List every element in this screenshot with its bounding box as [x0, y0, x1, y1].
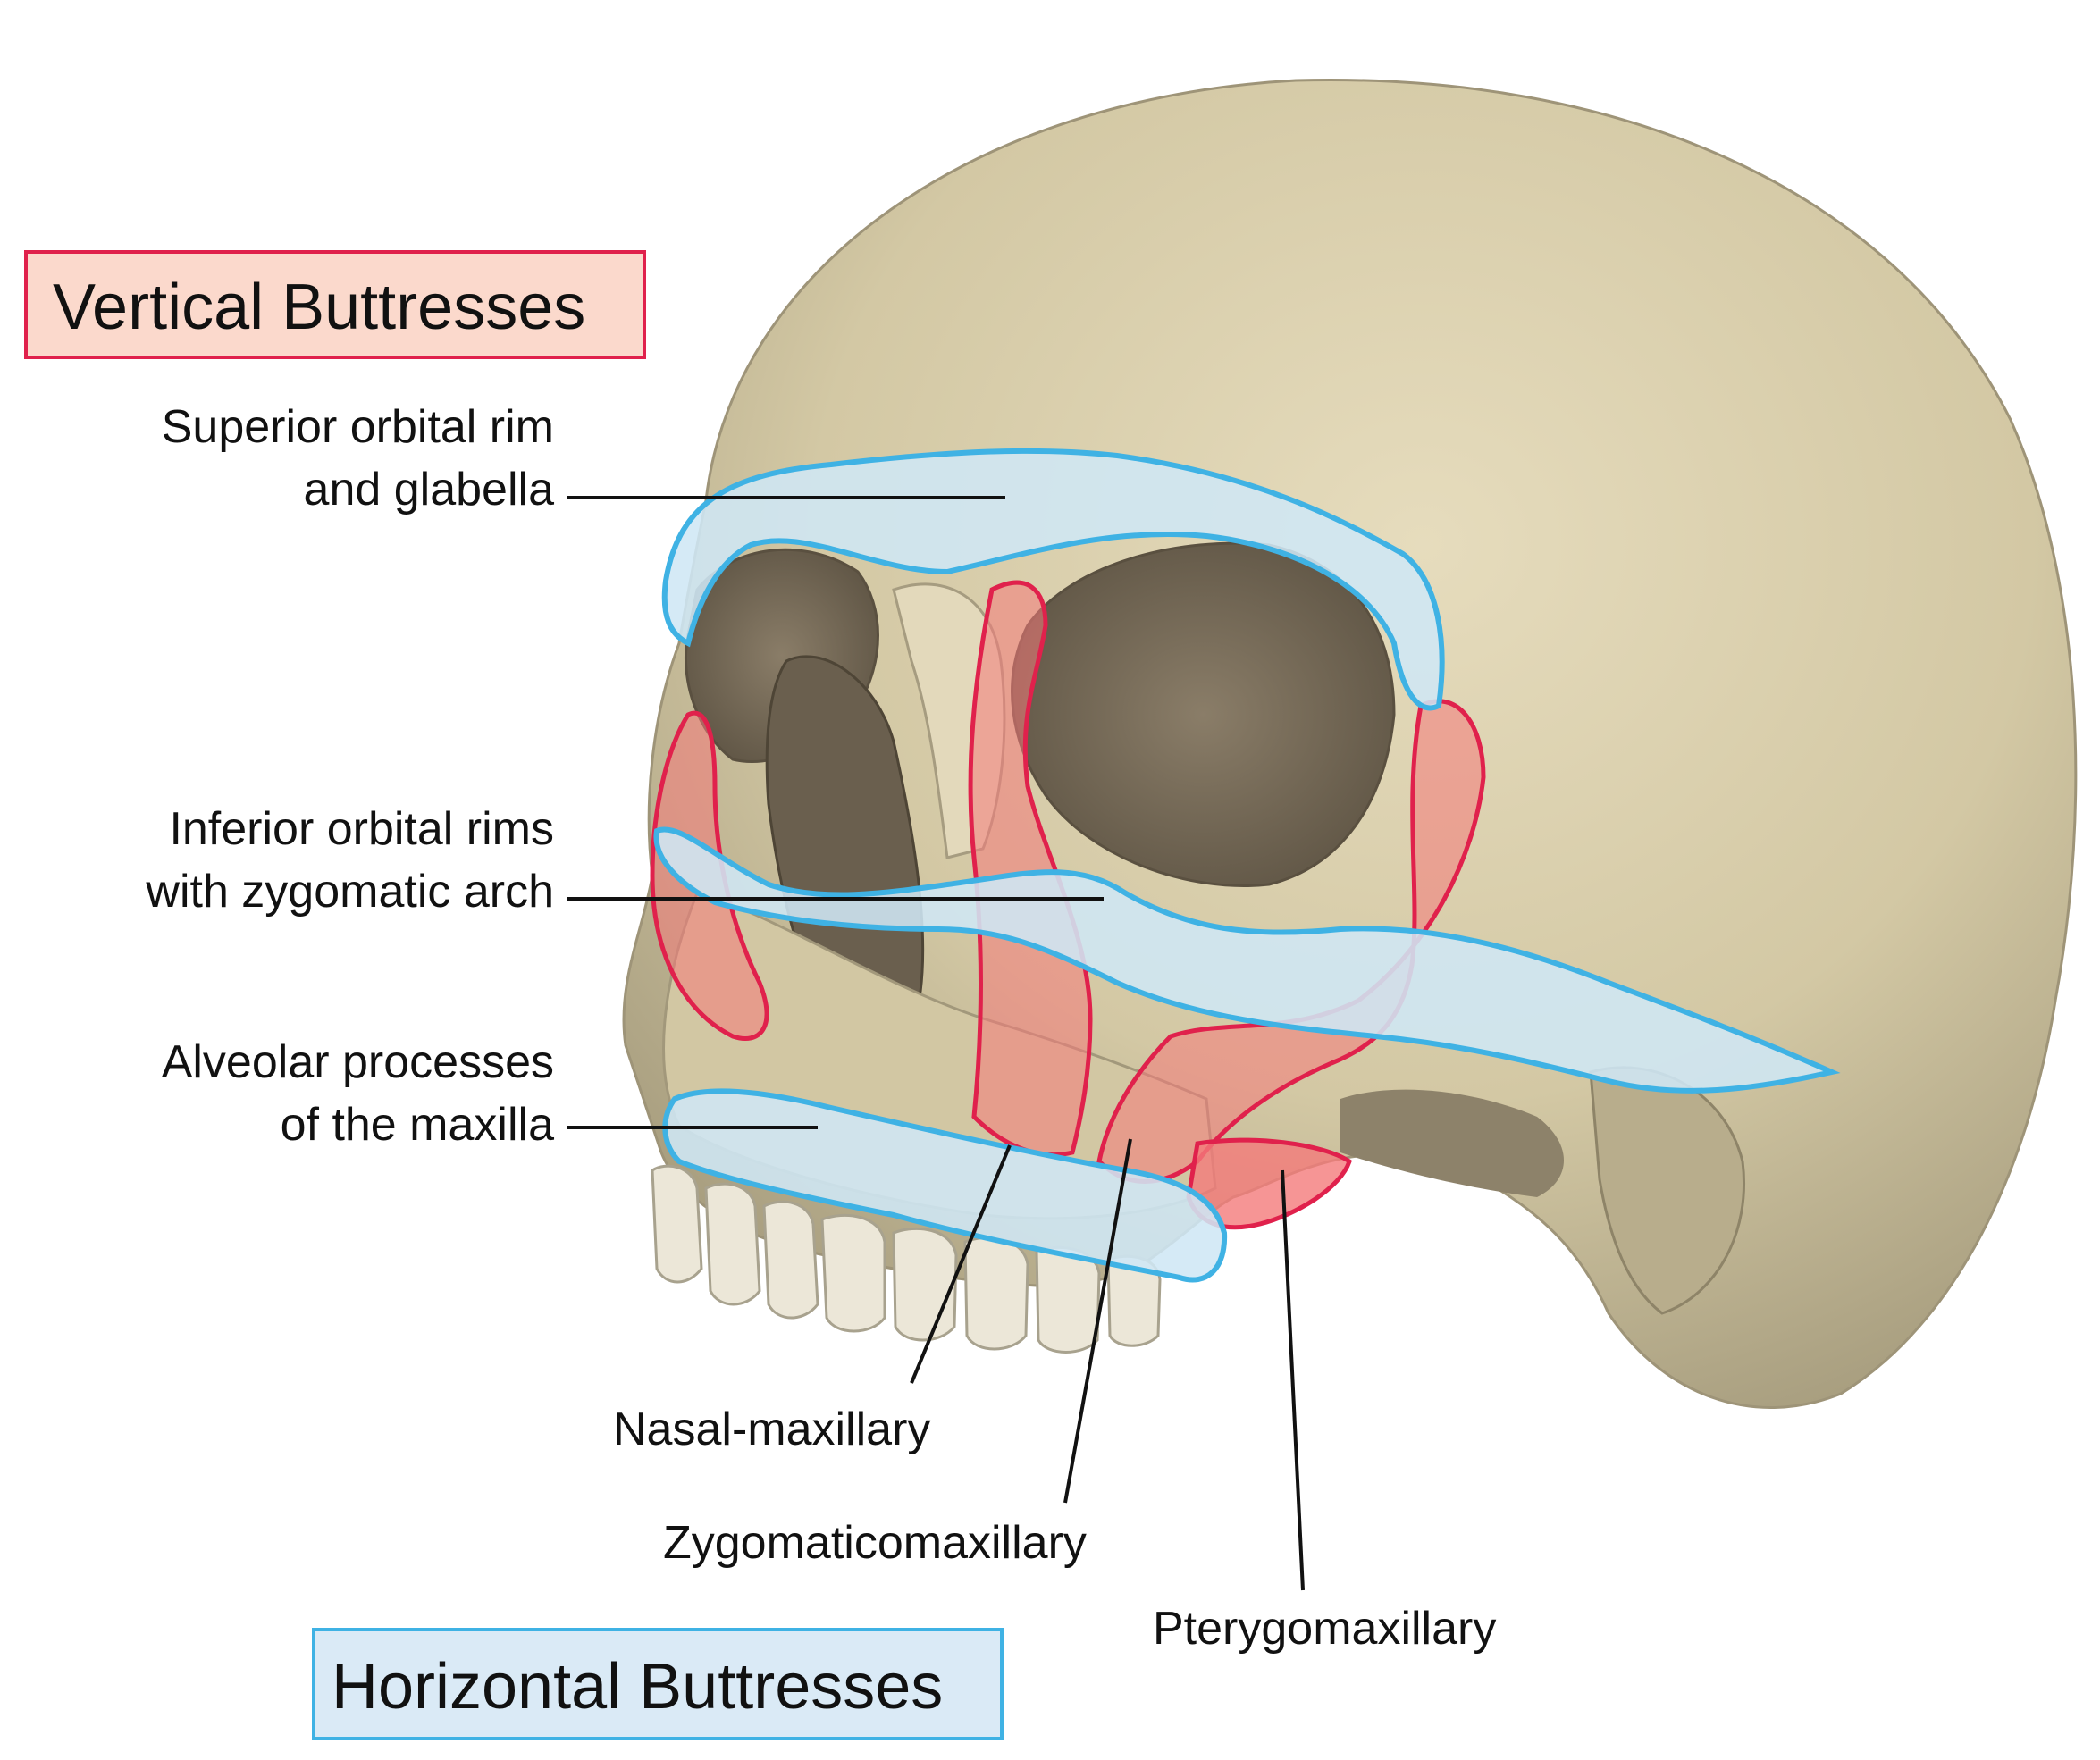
leader-nasal-maxillary — [910, 1144, 1012, 1384]
label-alveolar-line2: of the maxilla — [280, 1099, 554, 1151]
label-pterygomaxillary: Pterygomaxillary — [1153, 1603, 1497, 1655]
label-nasal-maxillary: Nasal-maxillary — [613, 1404, 931, 1455]
right-orbit — [1011, 541, 1396, 888]
label-alveolar-line1: Alveolar processes — [161, 1036, 554, 1088]
label-zygomaticomaxillary: Zygomaticomaxillary — [663, 1517, 1087, 1569]
superior-orbital-rim-buttress — [661, 448, 1445, 711]
zygomatic-arch-shadow — [1340, 1089, 1564, 1197]
label-superior-line2: and glabella — [303, 464, 554, 515]
label-alveolar-processes: Alveolar processes of the maxilla — [54, 1031, 554, 1156]
legend-horizontal-buttresses: Horizontal Buttresses — [312, 1628, 1004, 1740]
label-inferior-line1: Inferior orbital rims — [169, 803, 554, 855]
label-superior-orbital-rim: Superior orbital rim and glabella — [54, 396, 554, 521]
label-superior-line1: Superior orbital rim — [161, 401, 554, 453]
legend-vertical-buttresses: Vertical Buttresses — [24, 250, 646, 359]
alveolar-process-buttress — [662, 1088, 1228, 1283]
leader-pterygomaxillary — [1281, 1169, 1305, 1591]
nasal-maxillary-buttress — [968, 580, 1093, 1158]
label-inferior-line2: with zygomatic arch — [146, 866, 554, 918]
leader-zygomaticomaxillary — [1063, 1138, 1132, 1504]
label-inferior-orbital-rims: Inferior orbital rims with zygomatic arc… — [36, 798, 554, 923]
horizontal-buttresses — [653, 448, 1841, 1283]
inferior-orbital-rim-buttress — [653, 826, 1841, 1094]
teeth — [651, 1164, 1162, 1354]
leader-lines — [567, 496, 1305, 1591]
